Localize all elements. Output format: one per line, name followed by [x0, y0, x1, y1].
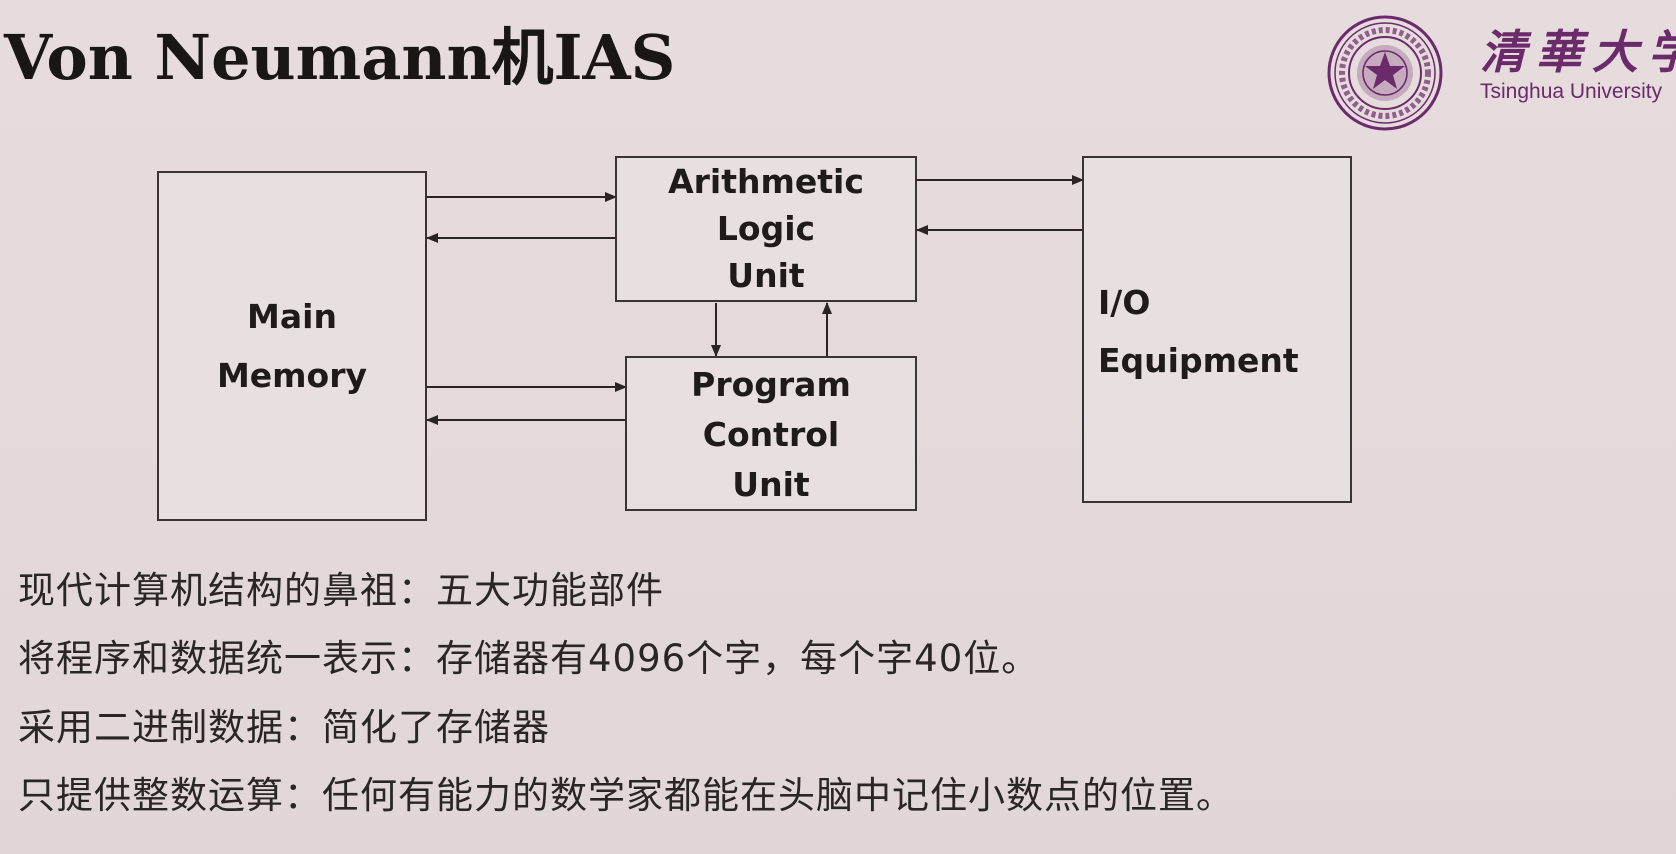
io-line2: Equipment	[1098, 341, 1299, 380]
main-memory-line1: Main	[247, 297, 337, 336]
main-memory-label: Main Memory	[157, 292, 427, 400]
university-logo: 清華大学 Tsinghua University	[1318, 10, 1676, 131]
io-equipment-box	[1082, 156, 1352, 503]
bullet-item: 只提供整数运算：任何有能力的数学家都能在头脑中记住小数点的位置。	[18, 774, 1234, 817]
logo-chinese-text: 清華大学	[1480, 25, 1676, 79]
program-control-unit-label: Program Control Unit	[625, 360, 917, 510]
diagram-connectors	[426, 175, 1084, 425]
main-memory-box	[157, 171, 427, 521]
bullet-item: 现代计算机结构的鼻祖：五大功能部件	[18, 569, 664, 612]
pcu-line1: Program	[691, 365, 851, 404]
main-memory-line2: Memory	[216, 356, 368, 395]
logo-english-text: Tsinghua University	[1480, 80, 1663, 103]
program-control-unit-box	[625, 356, 917, 511]
von-neumann-diagram: Main Memory Arithmetic Logic Unit Progra…	[157, 156, 1352, 521]
alu-line3: Unit	[727, 256, 805, 295]
pcu-line3: Unit	[732, 465, 810, 504]
alu-label: Arithmetic Logic Unit	[615, 158, 917, 299]
io-line1: I/O	[1098, 283, 1151, 322]
slide-title: Von Neumann机IAS	[4, 21, 676, 94]
io-equipment-label: I/O Equipment	[1098, 274, 1348, 390]
tsinghua-seal-icon	[1327, 15, 1443, 131]
alu-line2: Logic	[716, 209, 816, 248]
bullet-item: 将程序和数据统一表示：存储器有4096个字，每个字40位。	[18, 637, 1040, 680]
alu-box	[615, 156, 917, 302]
pcu-line2: Control	[702, 415, 840, 454]
bullet-item: 采用二进制数据：简化了存储器	[18, 706, 550, 749]
alu-line1: Arithmetic	[668, 162, 864, 201]
